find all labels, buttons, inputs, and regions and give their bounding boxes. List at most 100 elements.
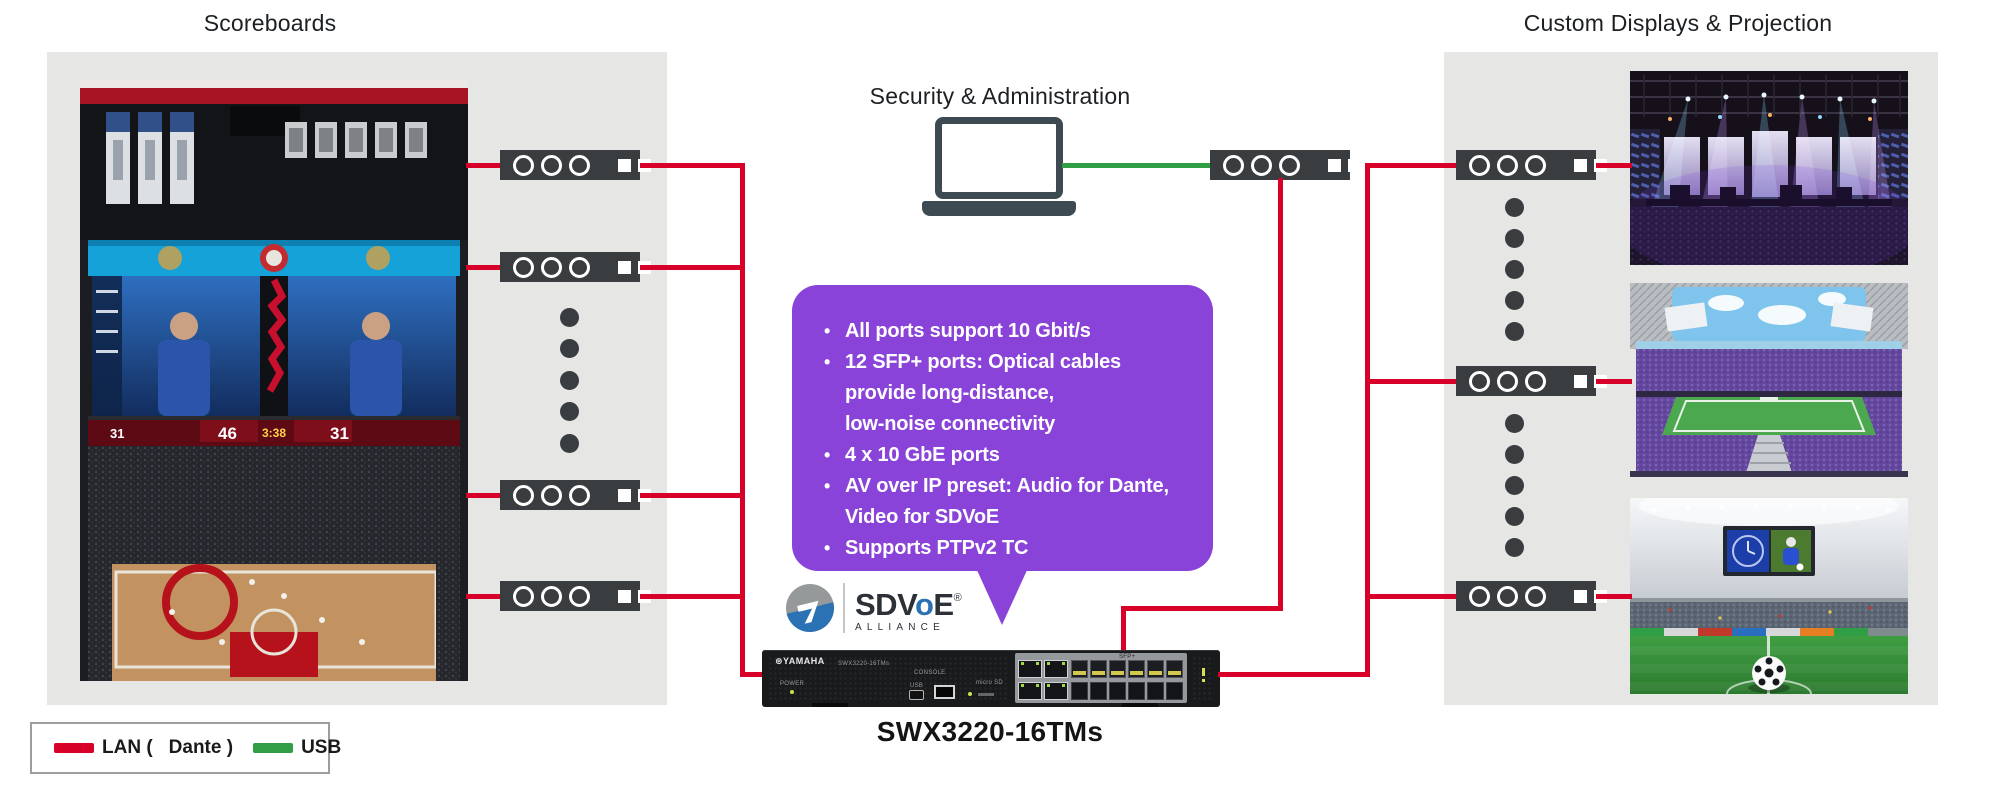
ellipsis-dot: [560, 339, 579, 358]
lan-legend-label: LAN (: [102, 737, 153, 758]
lan-cable: [1278, 178, 1283, 611]
device-port-ring-icon: [1497, 585, 1518, 607]
lan-cable: [1121, 606, 1283, 611]
sdvoe-globe-icon: [786, 584, 834, 632]
security-admin-title: Security & Administration: [869, 83, 1131, 109]
scoreboards-title: Scoreboards: [203, 10, 337, 36]
feature-list: All ports support 10 Gbit/s 12 SFP+ port…: [792, 285, 1213, 564]
device-port-ring-icon: [513, 256, 534, 278]
av-endpoint-device: [500, 252, 651, 282]
lan-cable: [466, 163, 500, 168]
lan-cable: [640, 265, 740, 270]
svg-text:3:38: 3:38: [262, 426, 286, 440]
ellipsis-dot: [1505, 445, 1524, 464]
usb-legend-label: USB: [301, 737, 342, 758]
device-port-ring-icon: [1251, 154, 1272, 176]
basketball-arena-photo: 31 46 3:38 31: [80, 80, 468, 681]
ellipsis-dot: [560, 308, 579, 327]
usb-cable: [1062, 163, 1210, 168]
ellipsis-dot: [1505, 198, 1524, 217]
device-port-ring-icon: [569, 154, 590, 176]
sfp-port: [1090, 682, 1107, 700]
av-endpoint-device: [1456, 150, 1607, 180]
stadium-photo: [1630, 283, 1908, 477]
device-port-square-icon: [1574, 158, 1587, 172]
lan-cable: [640, 594, 740, 599]
device-port-ring-icon: [513, 484, 534, 506]
device-port-ring-icon: [1469, 154, 1490, 176]
lan-cable: [1596, 163, 1632, 168]
custom-displays-title: Custom Displays & Projection: [1523, 10, 1833, 36]
device-port-ring-icon: [569, 256, 590, 278]
device-port-ring-icon: [569, 484, 590, 506]
av-endpoint-device: [1456, 366, 1607, 396]
ellipsis-dot: [1505, 291, 1524, 310]
lan-cable: [466, 594, 500, 599]
usb-port-label: USB: [910, 683, 924, 689]
microsd-led: [968, 692, 972, 696]
status-indicator-led: [1202, 679, 1205, 682]
lan-legend-swatch: [54, 743, 94, 753]
device-port-ring-icon: [541, 154, 562, 176]
microsd-label: micro SD: [976, 680, 1004, 686]
svg-text:31: 31: [110, 426, 124, 441]
lan-cable: [466, 493, 500, 498]
lan-cable: [640, 493, 740, 498]
status-indicator-led: [1202, 668, 1205, 676]
rj45-port: [1044, 660, 1068, 678]
sfp-port: [1109, 660, 1126, 678]
microsd-slot: [978, 693, 994, 696]
sfp-port: [1090, 660, 1107, 678]
laptop-icon: [935, 117, 1063, 199]
lan-cable: [740, 672, 765, 677]
lan-cable-bus-left: [740, 163, 745, 677]
registered-mark: ®: [953, 592, 962, 604]
lan-cable: [1596, 594, 1632, 599]
device-port-square-icon: [618, 158, 631, 172]
av-endpoint-device: [500, 480, 651, 510]
ellipsis-dot: [1505, 507, 1524, 526]
av-endpoint-device: [1210, 150, 1361, 180]
device-port-ring-icon: [1525, 585, 1546, 607]
ellipsis-dot: [1505, 260, 1524, 279]
network-switch-swx3220: ⊛YAMAHA SWX3220-16TMs POWER CONSOLE USB …: [762, 650, 1220, 707]
device-port-ring-icon: [513, 585, 534, 607]
yamaha-brand-text: ⊛YAMAHA: [775, 656, 825, 666]
rj45-port: [1018, 682, 1042, 700]
concert-stage-photo: [1630, 71, 1908, 265]
lan-cable: [1596, 379, 1632, 384]
sdvoe-logo-divider: [843, 583, 845, 633]
svg-text:31: 31: [330, 424, 349, 443]
device-port-ring-icon: [1223, 154, 1244, 176]
ellipsis-dot: [1505, 476, 1524, 495]
feature-item: AV over IP preset: Audio for Dante, Vide…: [822, 471, 1197, 533]
sfp-port: [1128, 660, 1145, 678]
sfp-port: [1166, 660, 1183, 678]
switch-foot: [1122, 703, 1158, 707]
device-port-ring-icon: [541, 484, 562, 506]
feature-callout: All ports support 10 Gbit/s 12 SFP+ port…: [792, 285, 1213, 571]
av-endpoint-device: [500, 150, 651, 180]
console-port: [934, 685, 955, 699]
feature-item: All ports support 10 Gbit/s: [822, 316, 1197, 347]
laptop-base-icon: [922, 201, 1076, 216]
device-port-ring-icon: [569, 585, 590, 607]
sfp-port: [1147, 682, 1164, 700]
switch-model-label: SWX3220-16TMs: [876, 716, 1104, 747]
device-port-ring-icon: [1525, 370, 1546, 392]
device-port-ring-icon: [1469, 585, 1490, 607]
usb-port: [909, 690, 924, 700]
legend: LAN ( Dante ) USB: [30, 722, 341, 774]
switch-vent-pattern: [1192, 656, 1214, 700]
device-port-ring-icon: [1469, 370, 1490, 392]
soccer-stadium-photo: [1630, 498, 1908, 694]
device-port-square-icon: [1574, 589, 1587, 603]
sfp-port: [1147, 660, 1164, 678]
ellipsis-dot: [1505, 322, 1524, 341]
lan-cable: [1370, 379, 1456, 384]
switch-foot: [812, 703, 848, 707]
dante-legend-label: Dante ): [168, 737, 234, 758]
lan-cable: [1370, 594, 1456, 599]
power-label: POWER: [780, 681, 805, 687]
